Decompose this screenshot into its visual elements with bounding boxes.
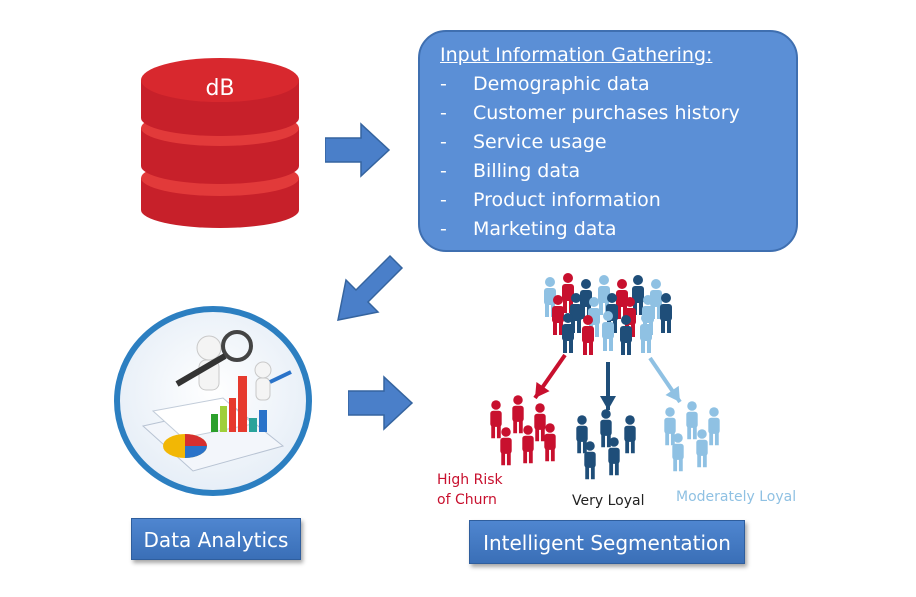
moderately-loyal-person-icon bbox=[708, 407, 720, 446]
info-box-title: Input Information Gathering: bbox=[440, 44, 713, 66]
high-risk-person-icon bbox=[522, 425, 534, 464]
crowd-person-icon bbox=[620, 315, 632, 355]
arrow-very-loyal-icon-head bbox=[600, 396, 616, 410]
data-analytics-illustration bbox=[114, 306, 312, 496]
very-loyal-person-icon bbox=[600, 409, 612, 448]
info-list: -Demographic data -Customer purchases hi… bbox=[440, 70, 796, 244]
list-item: -Customer purchases history bbox=[440, 102, 740, 124]
high-risk-person-icon bbox=[544, 423, 556, 462]
arrow-right-icon bbox=[325, 122, 391, 178]
intelligent-segmentation-button[interactable]: Intelligent Segmentation bbox=[469, 520, 745, 564]
input-information-box: Input Information Gathering: -Demographi… bbox=[418, 30, 798, 252]
high-risk-person-icon bbox=[490, 400, 502, 439]
moderately-loyal-person-icon bbox=[672, 433, 684, 472]
label-very-loyal: Very Loyal bbox=[572, 493, 645, 509]
very-loyal-person-icon bbox=[584, 441, 596, 480]
crowd-person-icon bbox=[632, 275, 644, 315]
arrow-high-risk-icon-head bbox=[535, 381, 550, 398]
very-loyal-person-icon bbox=[608, 437, 620, 476]
high-risk-person-icon bbox=[534, 403, 546, 442]
crowd-person-icon bbox=[660, 293, 672, 333]
high-risk-person-icon bbox=[512, 395, 524, 434]
very-loyal-person-icon bbox=[576, 415, 588, 454]
label-moderately-loyal: Moderately Loyal bbox=[676, 489, 797, 505]
crowd-person-icon bbox=[582, 315, 594, 355]
arrow-moderately-loyal-icon-head bbox=[665, 385, 680, 402]
moderately-loyal-person-icon bbox=[686, 401, 698, 440]
list-item: -Demographic data bbox=[440, 73, 650, 95]
crowd-person-icon bbox=[552, 295, 564, 335]
crowd-person-icon bbox=[602, 311, 614, 351]
moderately-loyal-person-icon bbox=[664, 407, 676, 446]
arrow-down-left-icon bbox=[337, 254, 404, 321]
database-icon bbox=[141, 58, 299, 228]
customer-segmentation-illustration bbox=[490, 273, 720, 480]
database-label: dB bbox=[205, 76, 235, 101]
moderately-loyal-person-icon bbox=[696, 429, 708, 468]
crowd-person-icon bbox=[640, 313, 652, 353]
list-item: -Billing data bbox=[440, 160, 581, 182]
high-risk-person-icon bbox=[500, 427, 512, 466]
list-item: -Product information bbox=[440, 189, 661, 211]
crowd-person-icon bbox=[562, 273, 574, 313]
label-high-risk: High Risk of Churn bbox=[437, 472, 503, 508]
arrow-right-icon bbox=[348, 375, 414, 431]
crowd-person-icon bbox=[562, 313, 574, 353]
list-item: -Marketing data bbox=[440, 218, 617, 240]
list-item: -Service usage bbox=[440, 131, 607, 153]
data-analytics-button[interactable]: Data Analytics bbox=[131, 518, 301, 560]
very-loyal-person-icon bbox=[624, 415, 636, 454]
